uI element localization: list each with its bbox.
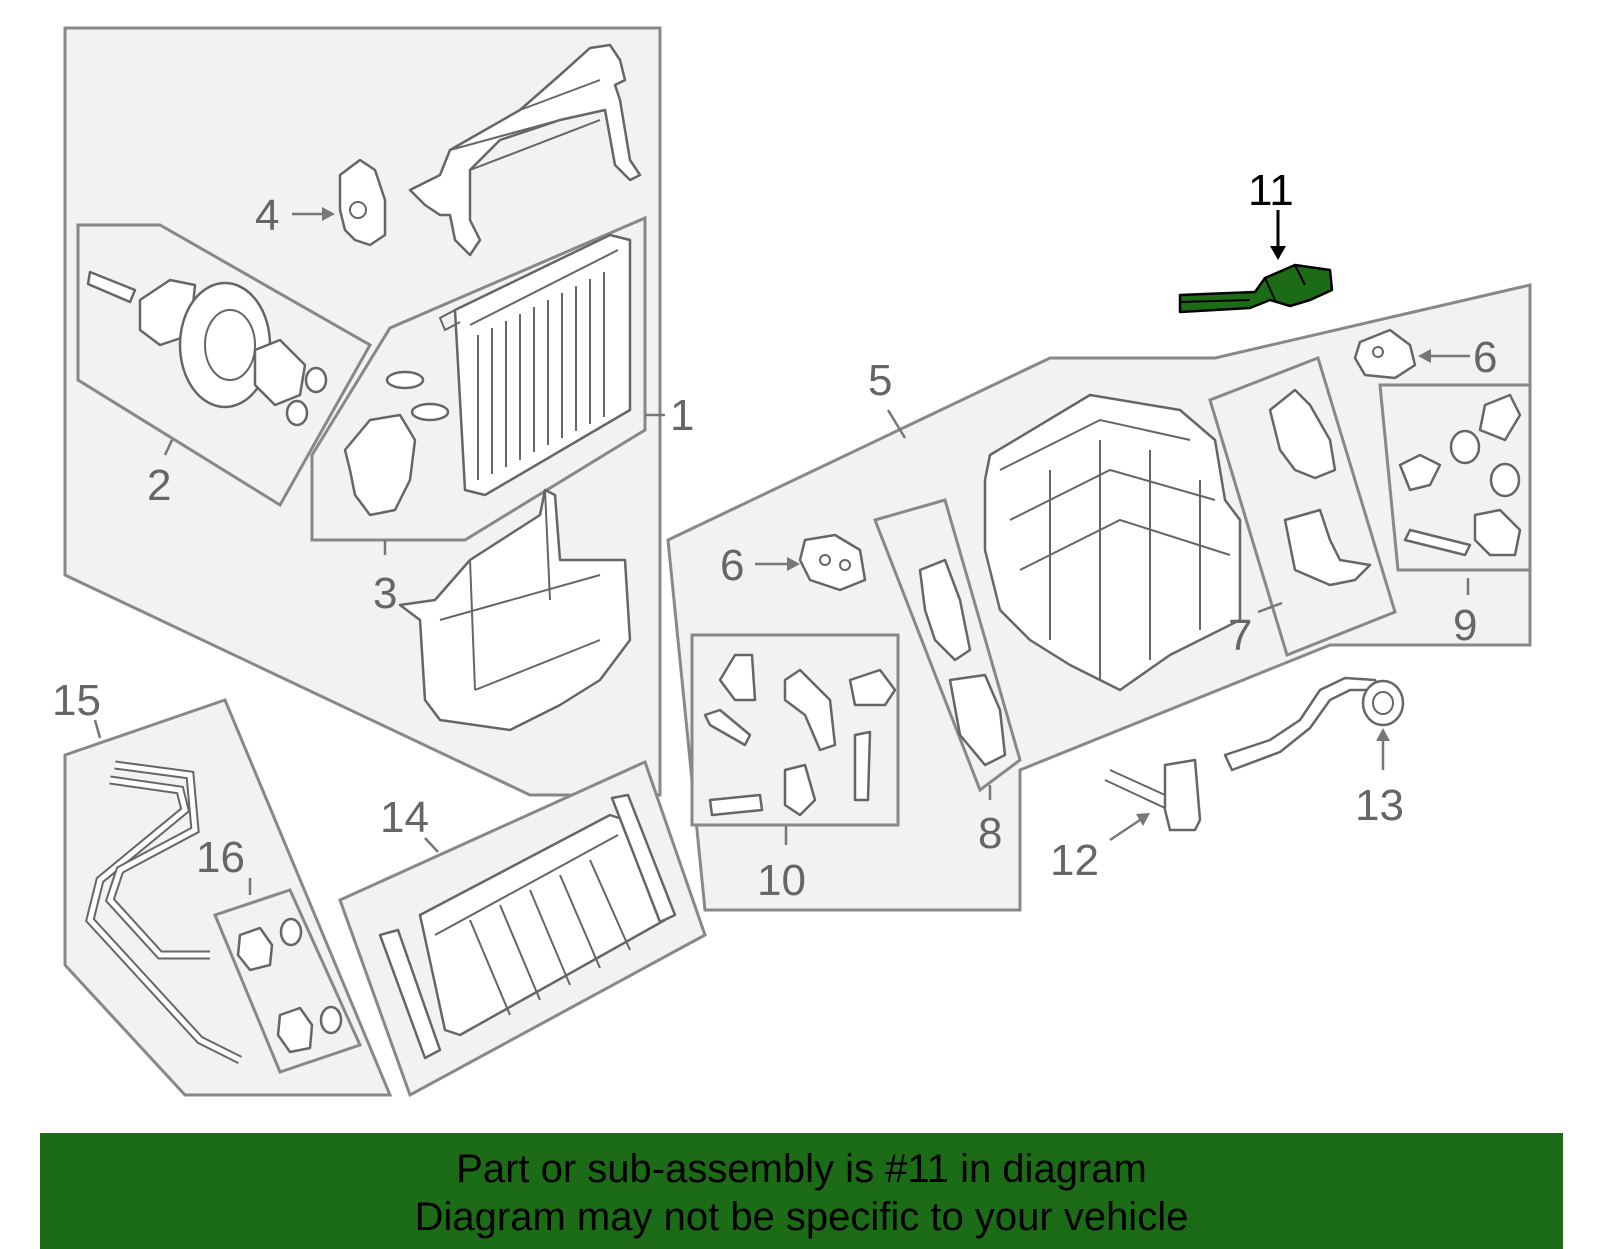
- callout-5: 5: [868, 356, 892, 405]
- part-2-assembly: [86, 270, 328, 427]
- callout-2: 2: [147, 461, 171, 510]
- evaporator-core: [438, 233, 632, 497]
- callout-7: 7: [1228, 611, 1252, 660]
- callout-labels: 1 2 3 4 5 6 6 7 8 9 10 11 12 13 14 15 16: [52, 166, 1497, 905]
- callout-6b: 6: [1473, 333, 1497, 382]
- callout-14: 14: [380, 793, 429, 842]
- callout-1: 1: [670, 391, 694, 440]
- heater-core: [378, 793, 677, 1060]
- banner-line-1: Part or sub-assembly is #11 in diagram: [456, 1147, 1147, 1191]
- info-banner: Part or sub-assembly is #11 in diagram D…: [40, 1133, 1563, 1249]
- part-3-valve: [343, 370, 450, 517]
- part-11-highlighted: [1178, 263, 1334, 314]
- callout-12: 12: [1050, 836, 1099, 885]
- callout-4: 4: [255, 191, 279, 240]
- callout-11: 11: [1248, 166, 1294, 215]
- part-13-hose: [1223, 676, 1405, 772]
- callout-3: 3: [373, 569, 397, 618]
- part-8-actuators: [918, 558, 1007, 767]
- part-9-items: [1398, 393, 1522, 557]
- hvac-main-unit: [983, 393, 1242, 692]
- part-6-left: [798, 533, 867, 592]
- callout-9: 9: [1453, 601, 1477, 650]
- part-4: [338, 158, 387, 247]
- callout-13: 13: [1355, 781, 1404, 830]
- part-12: [1104, 758, 1202, 832]
- callout-6a: 6: [720, 541, 744, 590]
- part-10-levers: [703, 653, 897, 817]
- callout-10: 10: [757, 856, 806, 905]
- upper-bracket-part: [408, 43, 642, 257]
- part-7-brackets: [1268, 388, 1372, 587]
- part-16-seals: [236, 917, 343, 1054]
- lower-case: [398, 488, 632, 732]
- part-15-pipes: [85, 760, 243, 1065]
- callout-8: 8: [978, 809, 1002, 858]
- part-6-right: [1353, 328, 1417, 380]
- banner-line-2: Diagram may not be specific to your vehi…: [414, 1195, 1189, 1239]
- callout-16: 16: [196, 833, 245, 882]
- callout-15: 15: [52, 676, 101, 725]
